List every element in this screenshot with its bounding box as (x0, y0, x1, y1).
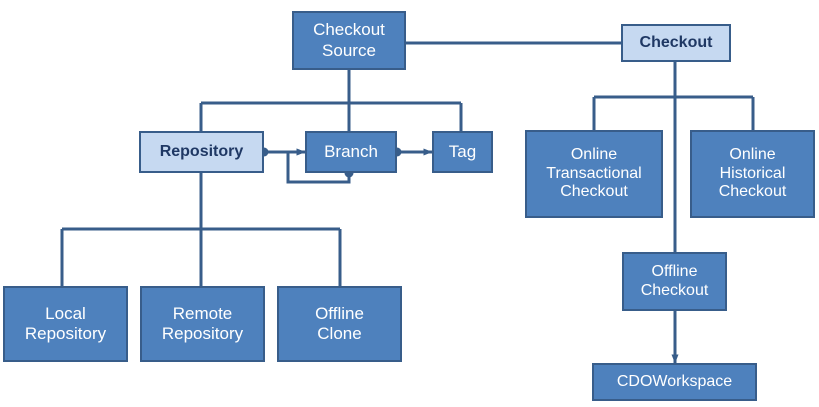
node-checkout[interactable]: Checkout (621, 24, 731, 62)
node-local-repository[interactable]: Local Repository (3, 286, 128, 362)
node-tag[interactable]: Tag (432, 131, 493, 173)
node-label-online-historical-checkout: Online Historical Checkout (718, 145, 787, 201)
node-remote-repository[interactable]: Remote Repository (140, 286, 265, 362)
node-label-checkout: Checkout (639, 33, 713, 51)
node-branch[interactable]: Branch (305, 131, 397, 173)
connector-branch-self-loop (286, 148, 351, 184)
node-label-offline-checkout: Offline Checkout (640, 262, 709, 299)
node-label-online-transactional-checkout: Online Transactional Checkout (546, 145, 642, 201)
node-label-branch: Branch (324, 141, 378, 161)
node-label-checkout-source: Checkout Source (313, 20, 385, 60)
node-label-local-repository: Local Repository (24, 303, 107, 343)
node-cdoworkspace[interactable]: CDOWorkspace (592, 363, 757, 401)
node-label-repository: Repository (159, 142, 244, 160)
node-label-offline-clone: Offline Clone (315, 303, 364, 343)
node-online-transactional-checkout[interactable]: Online Transactional Checkout (525, 130, 663, 218)
node-label-remote-repository: Remote Repository (161, 303, 244, 343)
node-checkout-source[interactable]: Checkout Source (292, 11, 406, 70)
node-label-cdoworkspace: CDOWorkspace (616, 372, 733, 390)
node-online-historical-checkout[interactable]: Online Historical Checkout (690, 130, 815, 218)
node-repository[interactable]: Repository (139, 131, 264, 173)
node-label-tag: Tag (448, 141, 477, 161)
node-offline-checkout[interactable]: Offline Checkout (622, 252, 727, 311)
node-offline-clone[interactable]: Offline Clone (277, 286, 402, 362)
